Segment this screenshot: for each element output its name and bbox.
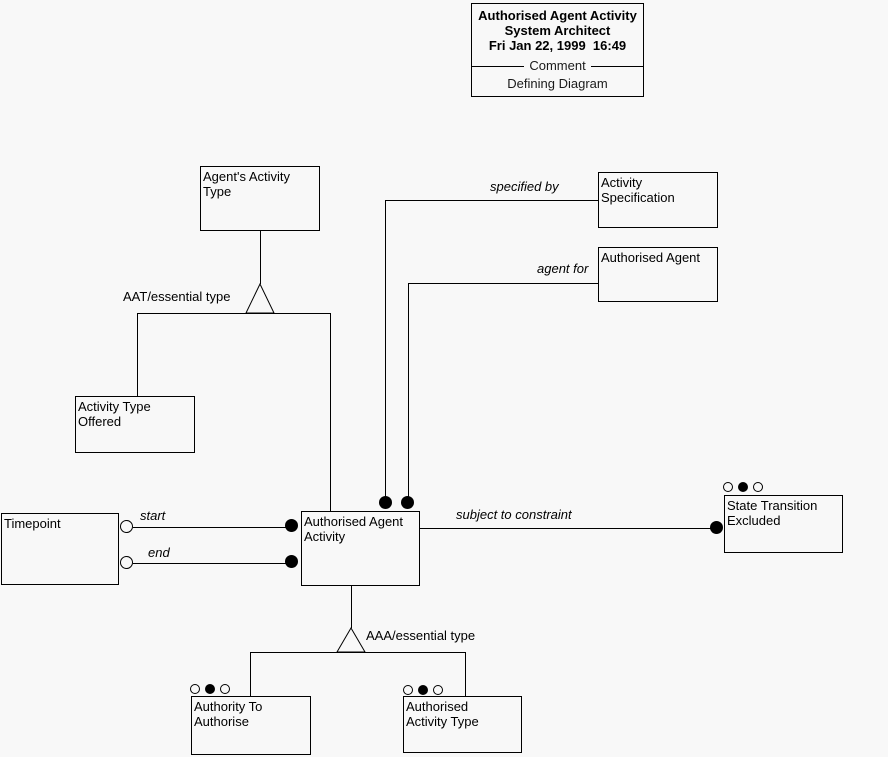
- marker-circle-open: [220, 684, 230, 694]
- comment-separator-label: Comment: [529, 58, 586, 73]
- label-aat-essential-type[interactable]: AAT/essential type: [123, 289, 231, 304]
- marker-circle-open: [723, 482, 733, 492]
- label-subject-to-constraint[interactable]: subject to constraint: [456, 507, 572, 522]
- entity-agents-activity-type[interactable]: Agent's Activity Type: [200, 166, 320, 231]
- marker-circle-filled: [738, 482, 748, 492]
- entity-authority-to-authorise[interactable]: Authority To Authorise: [191, 696, 311, 755]
- entity-activity-specification[interactable]: Activity Specification: [598, 172, 718, 228]
- line-end[interactable]: [133, 563, 288, 564]
- diagram-title: Authorised Agent Activity: [478, 8, 637, 23]
- entity-timepoint[interactable]: Timepoint: [1, 513, 119, 585]
- separator-rule-right: [590, 65, 644, 67]
- label-aaa-essential-type[interactable]: AAA/essential type: [366, 628, 476, 643]
- diagram-comment: Defining Diagram: [507, 76, 608, 91]
- comment-separator: Comment: [472, 58, 644, 73]
- line-aat-to-activity-type-offered[interactable]: [137, 313, 138, 396]
- line-agent-for-vertical[interactable]: [408, 283, 409, 503]
- line-aat-to-authorised-agent-activity[interactable]: [330, 313, 331, 511]
- line-specified-by-horizontal[interactable]: [385, 200, 598, 201]
- entity-authorised-activity-type[interactable]: Authorised Activity Type: [403, 696, 522, 753]
- line-aaa-to-authorised-activity-type[interactable]: [465, 652, 466, 696]
- marker-circle-open: [403, 685, 413, 695]
- line-agent-for-horizontal[interactable]: [408, 283, 598, 284]
- marker-circle-open: [190, 684, 200, 694]
- marker-circle-open: [433, 685, 443, 695]
- label-end[interactable]: end: [148, 545, 170, 560]
- mandatory-dot-start: [285, 519, 298, 532]
- separator-rule-left: [472, 65, 525, 67]
- mandatory-dot-end: [285, 555, 298, 568]
- marker-circle-filled: [205, 684, 215, 694]
- mandatory-dot-specified-by: [379, 496, 392, 509]
- diagram-title-box: Authorised Agent Activity System Archite…: [471, 3, 644, 97]
- tool-name: System Architect: [504, 23, 611, 38]
- label-start[interactable]: start: [140, 508, 166, 523]
- line-aaa-to-authority-to-authorise[interactable]: [250, 652, 251, 696]
- line-aaa-apex-stem[interactable]: [351, 586, 352, 628]
- entity-authorised-agent-activity[interactable]: Authorised Agent Activity: [301, 511, 420, 586]
- line-aat-apex-stem[interactable]: [260, 231, 261, 284]
- marker-circle-open: [753, 482, 763, 492]
- entity-activity-type-offered[interactable]: Activity Type Offered: [75, 396, 195, 453]
- label-specified-by[interactable]: specified by: [490, 179, 559, 194]
- entity-state-transition-excluded[interactable]: State Transition Excluded: [724, 495, 843, 553]
- line-start[interactable]: [133, 527, 288, 528]
- marker-circle-filled: [418, 685, 428, 695]
- supertype-triangle-aat[interactable]: [245, 283, 276, 314]
- line-subject-to-constraint[interactable]: [420, 528, 711, 529]
- mandatory-dot-subject-to-constraint: [710, 521, 723, 534]
- diagram-datetime: Fri Jan 22, 1999 16:49: [488, 38, 627, 53]
- label-agent-for[interactable]: agent for: [537, 261, 589, 276]
- line-specified-by-vertical[interactable]: [385, 200, 386, 503]
- supertype-triangle-aaa[interactable]: [336, 627, 367, 653]
- entity-authorised-agent[interactable]: Authorised Agent: [598, 247, 718, 302]
- optional-circle-start: [120, 520, 133, 533]
- optional-circle-end: [120, 556, 133, 569]
- mandatory-dot-agent-for: [401, 496, 414, 509]
- line-aat-horizontal[interactable]: [137, 313, 330, 314]
